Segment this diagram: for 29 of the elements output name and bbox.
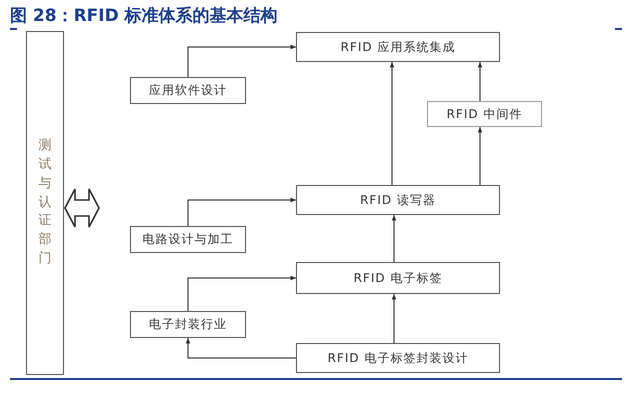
arrow bbox=[392, 294, 396, 344]
department-box bbox=[26, 31, 64, 375]
arrow bbox=[188, 44, 296, 78]
process-box bbox=[296, 185, 500, 215]
arrow bbox=[392, 214, 396, 262]
box-label: 应用软件设计 bbox=[149, 82, 227, 99]
box-label: 测试与认证部门 bbox=[38, 137, 52, 268]
arrow bbox=[390, 62, 394, 186]
process-box bbox=[296, 343, 500, 373]
double-arrow bbox=[64, 188, 100, 228]
box-label: RFID 中间件 bbox=[446, 106, 522, 122]
box-label: 电子封装行业 bbox=[149, 316, 227, 333]
arrow bbox=[188, 198, 296, 226]
process-box bbox=[130, 311, 246, 338]
box-label: RFID 电子标签封装设计 bbox=[328, 350, 468, 366]
box-label: 电路设计与加工 bbox=[142, 231, 234, 248]
arrow bbox=[478, 62, 482, 102]
process-box bbox=[130, 77, 246, 104]
figure-title: 图 28：RFID 标准体系的基本结构 bbox=[10, 5, 278, 27]
arrow bbox=[188, 276, 296, 312]
process-box bbox=[296, 262, 500, 294]
process-box bbox=[427, 101, 542, 127]
box-label: RFID 应用系统集成 bbox=[340, 38, 456, 56]
process-box bbox=[296, 32, 500, 62]
box-label: RFID 读写器 bbox=[360, 192, 436, 208]
arrow bbox=[186, 338, 296, 358]
box-label: RFID 电子标签 bbox=[354, 270, 442, 286]
arrow bbox=[478, 126, 482, 186]
process-box bbox=[130, 226, 246, 253]
